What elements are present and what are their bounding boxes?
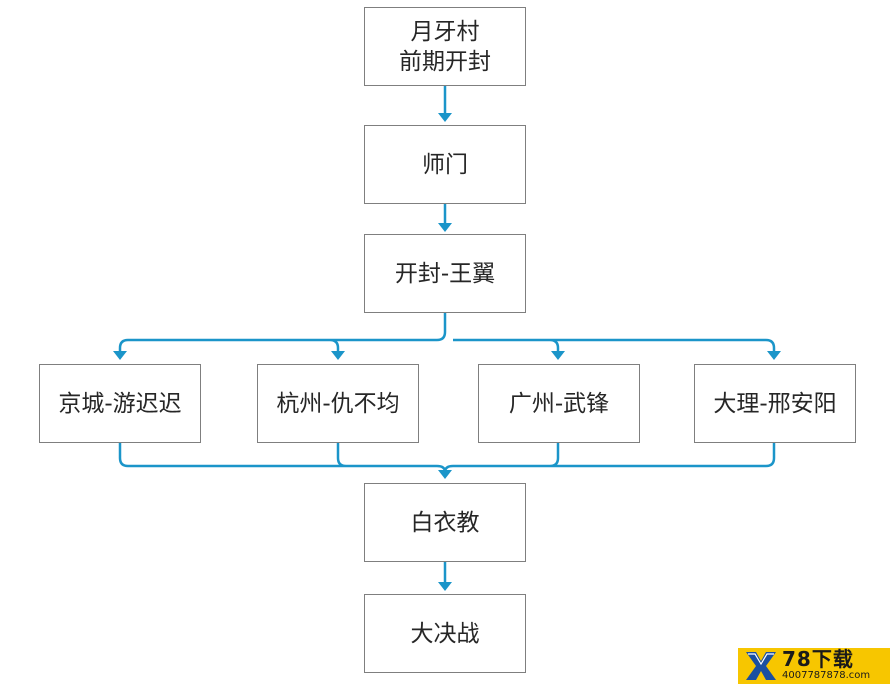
node-final-label: 大决战 xyxy=(410,620,480,647)
arrowhead-dali xyxy=(767,351,781,360)
node-guangzhou: 广州-武锋 xyxy=(478,364,640,443)
node-final: 大决战 xyxy=(364,594,526,673)
node-shimen-label: 师门 xyxy=(422,151,468,178)
node-baiyijiao: 白衣教 xyxy=(364,483,526,562)
arrowhead-baiyijiao xyxy=(438,470,452,479)
x-logo-icon xyxy=(746,652,776,680)
node-dali: 大理-邢安阳 xyxy=(694,364,856,443)
node-start-line2: 前期开封 xyxy=(399,48,491,75)
node-hangzhou: 杭州-仇不均 xyxy=(257,364,419,443)
arrowhead-hangzhou xyxy=(331,351,345,360)
node-start-line1: 月牙村 xyxy=(410,18,480,45)
watermark-url: 4007787878.com xyxy=(782,670,871,681)
arrowhead-guangzhou xyxy=(551,351,565,360)
branch-kaifeng-to-cities xyxy=(118,313,776,352)
node-jingcheng-label: 京城-游迟迟 xyxy=(58,390,182,417)
node-kaifeng: 开封-王翼 xyxy=(364,234,526,313)
node-guangzhou-label: 广州-武锋 xyxy=(508,390,610,417)
node-baiyijiao-label: 白衣教 xyxy=(410,509,480,536)
merge-cities-to-baiyijiao xyxy=(118,443,776,473)
arrowhead-kaifeng xyxy=(438,223,452,232)
node-kaifeng-label: 开封-王翼 xyxy=(394,260,496,287)
site-watermark: 78下载 4007787878.com xyxy=(738,648,890,684)
arrowhead-jingcheng xyxy=(113,351,127,360)
node-hangzhou-label: 杭州-仇不均 xyxy=(276,390,400,417)
node-start: 月牙村 前期开封 xyxy=(364,7,526,86)
node-jingcheng: 京城-游迟迟 xyxy=(39,364,201,443)
watermark-title: 78下载 xyxy=(782,647,854,671)
node-dali-label: 大理-邢安阳 xyxy=(713,390,837,417)
arrowhead-shimen xyxy=(438,113,452,122)
arrowhead-final xyxy=(438,582,452,591)
node-shimen: 师门 xyxy=(364,125,526,204)
